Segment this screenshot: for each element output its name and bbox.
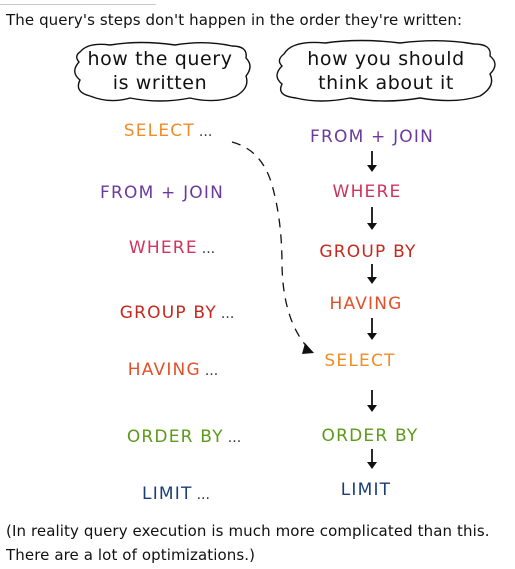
- execution-clause-label: ORDER BY: [321, 426, 419, 446]
- execution-clause-label: LIMIT: [340, 480, 392, 500]
- written-clause-label: GROUP BY: [119, 303, 217, 323]
- execution-arrows: [367, 151, 377, 469]
- execution-heading-line-2: think about it: [318, 72, 454, 94]
- execution-clause-limit: LIMIT: [341, 480, 392, 500]
- written-clause-having: HAVING...: [128, 360, 218, 380]
- intro-text: The query's steps don't happen in the or…: [6, 11, 463, 29]
- execution-clause-select: SELECT: [324, 351, 395, 371]
- down-arrow-head: [367, 165, 377, 172]
- footnote: (In reality query execution is much more…: [6, 519, 512, 567]
- down-arrow-head: [367, 277, 377, 284]
- written-clause-group-by: GROUP BY...: [120, 303, 235, 323]
- select-move-arrowhead: [302, 343, 314, 354]
- written-clause-dots: ...: [220, 306, 235, 322]
- right-heading-cloud: [276, 39, 496, 102]
- down-arrow-head: [367, 405, 377, 412]
- written-clause-dots: ...: [227, 430, 242, 446]
- written-order-heading: how the query is written: [74, 47, 246, 95]
- execution-clause-from-join: FROM + JOIN: [310, 127, 434, 147]
- written-clause-label: FROM + JOIN: [99, 183, 225, 203]
- written-clause-from-join: FROM + JOIN: [100, 183, 228, 203]
- left-heading-cloud: [74, 41, 251, 102]
- execution-clause-label: FROM + JOIN: [309, 127, 435, 147]
- written-clause-dots: ...: [201, 241, 216, 257]
- execution-clause-order-by: ORDER BY: [322, 426, 419, 446]
- execution-clause-label: SELECT: [324, 351, 396, 371]
- written-clause-label: ORDER BY: [126, 427, 224, 447]
- written-clause-label: SELECT: [123, 121, 195, 141]
- written-clause-limit: LIMIT...: [142, 484, 210, 504]
- written-clause-label: WHERE: [128, 238, 198, 258]
- written-clause-select: SELECT...: [124, 121, 213, 141]
- down-arrow-head: [367, 333, 377, 340]
- execution-order-heading: how you should think about it: [276, 47, 496, 95]
- written-heading-line-1: how the query: [87, 48, 233, 70]
- execution-clause-having: HAVING: [329, 294, 402, 314]
- down-arrow-head: [367, 223, 377, 230]
- select-move-curve: [231, 141, 309, 349]
- execution-clause-group-by: GROUP BY: [319, 242, 416, 262]
- execution-clause-label: GROUP BY: [319, 242, 417, 262]
- written-clause-order-by: ORDER BY...: [127, 427, 241, 447]
- footnote-line-1: (In reality query execution is much more…: [6, 522, 490, 540]
- written-clause-dots: ...: [196, 487, 210, 503]
- execution-heading-line-1: how you should: [307, 48, 465, 70]
- written-clause-where: WHERE...: [129, 238, 215, 258]
- down-arrow-head: [367, 462, 377, 469]
- written-clause-dots: ...: [198, 124, 213, 140]
- written-clause-dots: ...: [204, 363, 219, 379]
- execution-clause-where: WHERE: [333, 182, 402, 202]
- written-clause-label: LIMIT: [142, 484, 193, 504]
- footnote-line-2: There are a lot of optimizations.): [6, 546, 256, 564]
- execution-clause-label: WHERE: [332, 182, 402, 202]
- written-heading-line-2: is written: [112, 72, 208, 94]
- execution-clause-label: HAVING: [329, 294, 403, 314]
- top-divider: [0, 4, 156, 5]
- written-clause-label: HAVING: [127, 360, 201, 380]
